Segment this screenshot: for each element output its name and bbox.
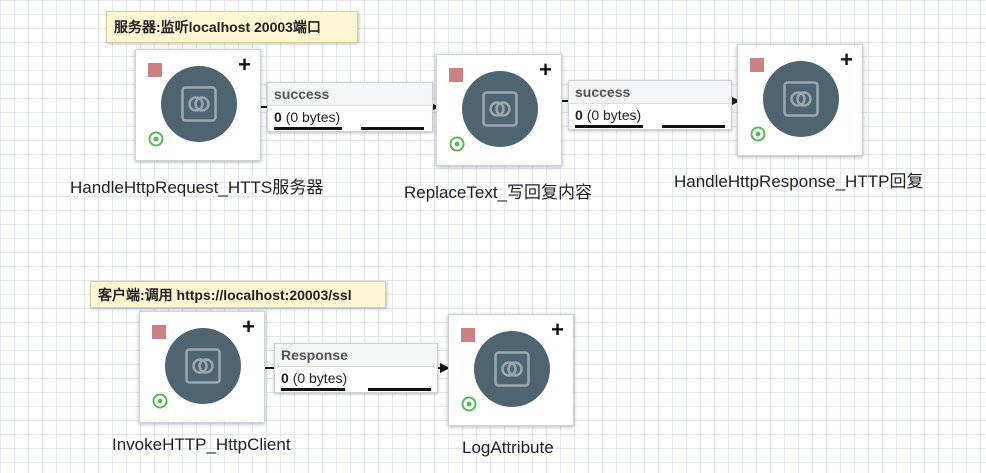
connection-name: success	[569, 81, 731, 104]
queue-bar-right	[662, 125, 725, 128]
server-note-text: 服务器:监听localhost 20003端口	[114, 19, 321, 35]
stopped-icon	[152, 325, 166, 339]
plus-icon[interactable]: +	[840, 47, 853, 72]
connection-success-1[interactable]: success 0 (0 bytes)	[267, 82, 433, 132]
connection-success-2[interactable]: success 0 (0 bytes)	[568, 80, 732, 130]
plus-icon[interactable]: +	[551, 317, 564, 342]
processor-label-3: HandleHttpResponse_HTTP回复	[674, 172, 924, 191]
running-icon	[449, 136, 465, 152]
plus-icon[interactable]: +	[238, 52, 251, 77]
processor-icon	[474, 331, 550, 407]
queue-bar-right	[368, 388, 431, 391]
queue-size: 0 (0 bytes)	[575, 107, 642, 123]
processor-label-5: LogAttribute	[462, 438, 554, 457]
queue-bar-right	[361, 127, 424, 130]
plus-icon[interactable]: +	[242, 314, 255, 339]
processor-invoke-http[interactable]: +	[139, 311, 265, 423]
processor-icon	[161, 66, 237, 142]
stopped-icon	[449, 68, 463, 82]
processor-label-2: ReplaceText_写回复内容	[404, 183, 593, 202]
stopped-icon	[461, 328, 475, 342]
queue-bar-left	[274, 127, 342, 130]
processor-replace-text[interactable]: +	[436, 54, 562, 166]
queue-size: 0 (0 bytes)	[274, 109, 341, 125]
connection-response[interactable]: Response 0 (0 bytes)	[274, 343, 438, 393]
processor-handle-http-response[interactable]: +	[737, 44, 863, 156]
running-icon	[148, 131, 164, 147]
plus-icon[interactable]: +	[539, 57, 552, 82]
processor-icon	[763, 61, 839, 137]
connection-name: success	[268, 83, 432, 106]
server-note[interactable]: 服务器:监听localhost 20003端口	[106, 11, 358, 43]
queue-size: 0 (0 bytes)	[281, 370, 348, 386]
processor-log-attribute[interactable]: +	[448, 314, 574, 426]
processor-label-4: InvokeHTTP_HttpClient	[112, 435, 291, 454]
processor-icon	[462, 71, 538, 147]
processor-handle-http-request[interactable]: +	[135, 49, 261, 161]
queue-bar-left	[281, 388, 345, 391]
client-note-text: 客户端:调用 https://localhost:20003/ssl	[98, 287, 352, 303]
processor-icon	[165, 328, 241, 404]
stopped-icon	[750, 58, 764, 72]
client-note[interactable]: 客户端:调用 https://localhost:20003/ssl	[90, 281, 386, 308]
processor-label-1: HandleHttpRequest_HTTS服务器	[70, 178, 324, 197]
stopped-icon	[148, 63, 162, 77]
connection-name: Response	[275, 344, 437, 367]
queue-bar-left	[575, 125, 643, 128]
running-icon	[461, 396, 477, 412]
running-icon	[750, 126, 766, 142]
running-icon	[152, 393, 168, 409]
